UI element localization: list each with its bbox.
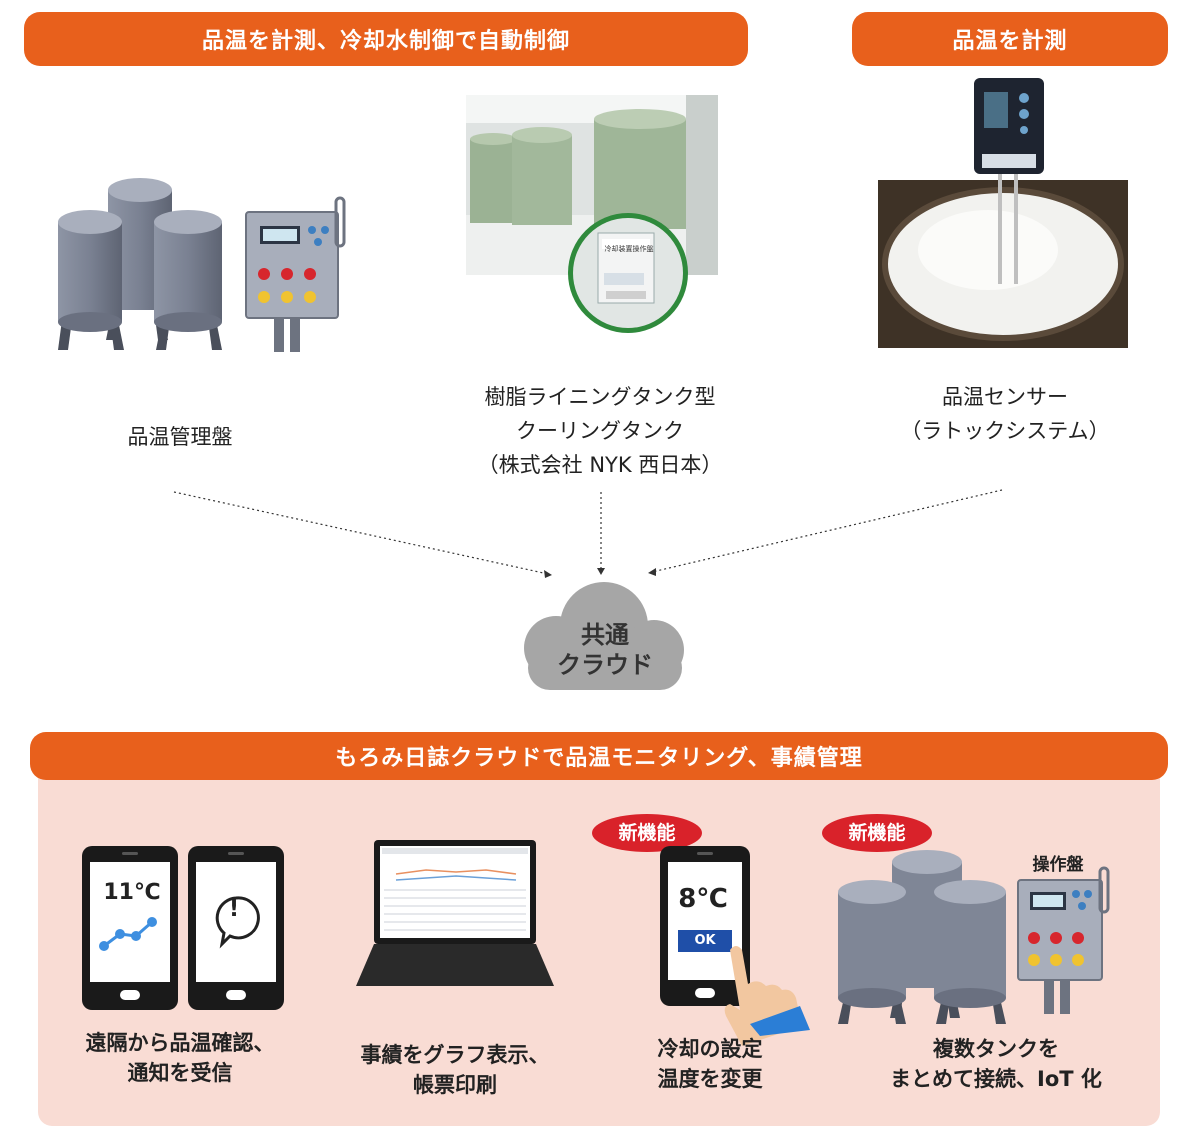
- banner-monitoring-text: もろみ日誌クラウドで品温モニタリング、事績管理: [335, 746, 863, 771]
- cooling-tank-caption-line2: クーリングタンク: [516, 419, 684, 443]
- cooling-tank-caption: 樹脂ライニングタンク型 クーリングタンク （株式会社 NYK 西日本）: [440, 380, 760, 482]
- banner-auto-control-text: 品温を計測、冷却水制御で自動制御: [201, 29, 570, 54]
- mt-tank-left: [838, 880, 906, 1024]
- alert-icon: !: [226, 897, 242, 922]
- control-panel-caption-text: 品温管理盤: [127, 425, 233, 449]
- cooling-phone-illustration: [660, 846, 810, 1046]
- control-panel-caption: 品温管理盤: [70, 420, 290, 454]
- cooling-caption: 冷却の設定 温度を変更: [600, 1034, 820, 1094]
- remote-caption: 遠隔から品温確認、 通知を受信: [60, 1028, 300, 1088]
- cooling-tank-caption-line3: （株式会社 NYK 西日本）: [477, 453, 723, 477]
- remote-caption-line1: 遠隔から品温確認、: [85, 1031, 275, 1055]
- cloud-label-line2: クラウド: [557, 651, 653, 679]
- tank-left: [58, 210, 124, 350]
- remote-temperature-text: 11℃: [103, 880, 161, 905]
- graph-caption-line1: 事績をグラフ表示、: [360, 1043, 550, 1067]
- remote-phones-illustration: [82, 846, 284, 1010]
- multi-tank-caption-line1: 複数タンクを: [933, 1037, 1059, 1061]
- cloud-label: 共通 クラウド: [520, 620, 690, 680]
- sensor-caption: 品温センサー （ラトックシステム）: [880, 380, 1130, 448]
- cooling-temperature-text: 8℃: [678, 884, 728, 914]
- cooling-device-label-text: 冷却装置操作盤: [604, 245, 654, 253]
- mt-tank-right: [934, 880, 1006, 1024]
- banner-measure-text: 品温を計測: [952, 29, 1068, 54]
- ok-button-label: OK: [694, 933, 716, 948]
- alert-icon-symbol: !: [228, 897, 240, 922]
- multi-tank-caption: 複数タンクを まとめて接続、IoT 化: [846, 1034, 1146, 1094]
- cooling-caption-line2: 温度を変更: [657, 1067, 763, 1091]
- cooling-temperature-value: 8℃: [672, 884, 734, 914]
- control-panel-tanks-illustration: [58, 178, 346, 352]
- sensor-caption-line1: 品温センサー: [942, 385, 1068, 409]
- multi-tank-caption-line2: まとめて接続、IoT 化: [890, 1067, 1102, 1091]
- cooling-device-label: 冷却装置操作盤: [604, 244, 654, 254]
- operation-panel-label-text: 操作盤: [1032, 855, 1084, 875]
- laptop-graph-illustration: [356, 840, 554, 986]
- banner-auto-control: 品温を計測、冷却水制御で自動制御: [24, 12, 748, 66]
- graph-caption-line2: 帳票印刷: [413, 1073, 497, 1097]
- banner-measure: 品温を計測: [852, 12, 1168, 66]
- new-feature-badge-cooling: 新機能: [592, 814, 702, 852]
- remote-temperature-value: 11℃: [100, 880, 164, 905]
- cooling-caption-line1: 冷却の設定: [657, 1037, 763, 1061]
- arrow-from-control-panel: [173, 491, 549, 575]
- cloud-label-line1: 共通: [581, 621, 629, 649]
- sensor-caption-line2: （ラトックシステム）: [900, 419, 1110, 443]
- connection-arrows: [173, 489, 1003, 578]
- cooling-tank-photo: [466, 95, 718, 333]
- operation-panel-label: 操作盤: [1018, 850, 1098, 875]
- cloud-icon: [524, 582, 684, 690]
- control-box: [245, 196, 346, 352]
- cooling-tank-caption-line1: 樹脂ライニングタンク型: [484, 385, 716, 409]
- new-feature-badge-cooling-text: 新機能: [618, 822, 676, 844]
- tank-right: [154, 210, 222, 350]
- graph-caption: 事績をグラフ表示、 帳票印刷: [330, 1040, 580, 1100]
- mt-control-box: [1017, 866, 1110, 1014]
- multi-tank-illustration: [838, 850, 1110, 1024]
- banner-monitoring: もろみ日誌クラウドで品温モニタリング、事績管理: [30, 732, 1168, 780]
- new-feature-badge-multitank-text: 新機能: [848, 822, 906, 844]
- temperature-sensor-photo: [878, 78, 1128, 348]
- arrow-from-sensor: [651, 489, 1003, 573]
- new-feature-badge-multitank: 新機能: [822, 814, 932, 852]
- remote-caption-line2: 通知を受信: [127, 1061, 233, 1085]
- ok-button[interactable]: OK: [678, 930, 732, 952]
